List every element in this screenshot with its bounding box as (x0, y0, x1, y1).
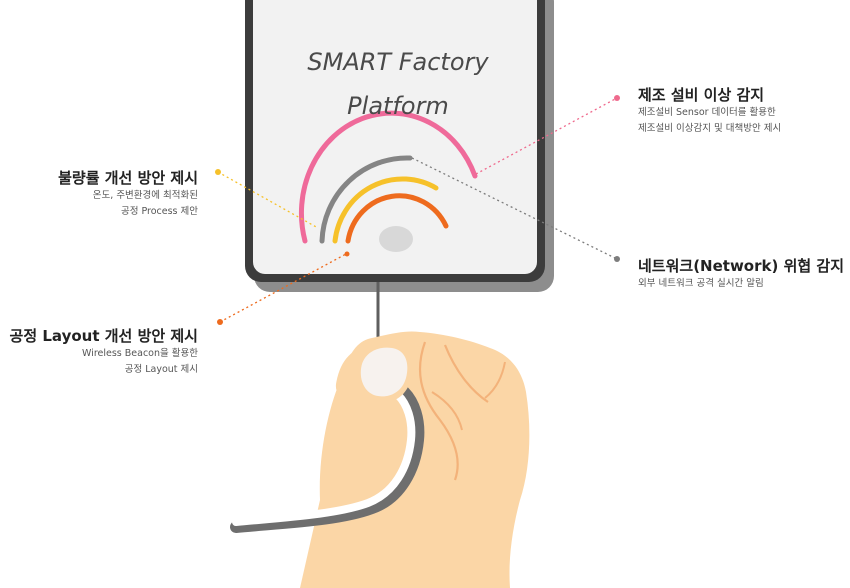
label-process-layout: 공정 Layout 개선 방안 제시 Wireless Beacon을 활용한 … (10, 326, 198, 378)
label-equipment-anomaly: 제조 설비 이상 감지 제조설비 Sensor 데이터를 활용한 제조설비 이상… (638, 85, 781, 137)
label-title: 불량률 개선 방안 제시 (58, 169, 198, 187)
device-screen (253, 0, 537, 274)
dot-layout-end (344, 251, 350, 257)
dot-anomaly (614, 95, 620, 101)
device-title: SMART Factory (307, 48, 489, 76)
device-button (379, 226, 413, 252)
label-desc: 공정 Process 제안 (120, 206, 198, 217)
connector-network (411, 157, 618, 260)
label-desc: Wireless Beacon을 활용한 (82, 348, 198, 359)
cable-wrap-shadow (230, 386, 425, 533)
connector-anomaly (475, 97, 618, 175)
dot-network (614, 256, 620, 262)
label-title: 제조 설비 이상 감지 (638, 86, 765, 104)
label-title: 공정 Layout 개선 방안 제시 (9, 327, 198, 345)
label-desc: 공정 Layout 제시 (124, 364, 198, 375)
label-defect-rate: 불량률 개선 방안 제시 온도, 주변환경에 최적화된 공정 Process 제… (58, 168, 198, 220)
cable-wrap (232, 391, 416, 526)
label-desc: 외부 네트워크 공격 실시간 알림 (638, 278, 764, 289)
connector-layout (219, 253, 347, 323)
label-network-threat: 네트워크(Network) 위협 감지 외부 네트워크 공격 실시간 알림 (638, 256, 844, 292)
hand-crease (443, 344, 489, 403)
arc-pink (298, 110, 478, 244)
arc-gray (319, 155, 413, 244)
hand-crease (484, 361, 506, 399)
hand-crease (418, 341, 459, 481)
thumbnail (360, 347, 408, 397)
device-subtitle: Platform (347, 92, 449, 120)
label-desc: 제조설비 Sensor 데이터를 활용한 (638, 107, 776, 118)
label-title: 네트워크(Network) 위협 감지 (638, 257, 844, 275)
dot-layout (217, 319, 223, 325)
dot-defect (215, 169, 221, 175)
connector-defect (217, 171, 319, 229)
hand-crease (431, 391, 463, 431)
arc-yellow (332, 176, 439, 244)
label-desc: 제조설비 이상감지 및 대책방안 제시 (638, 123, 782, 134)
arc-orange (345, 193, 449, 244)
label-desc: 온도, 주변환경에 최적화된 (92, 190, 198, 201)
